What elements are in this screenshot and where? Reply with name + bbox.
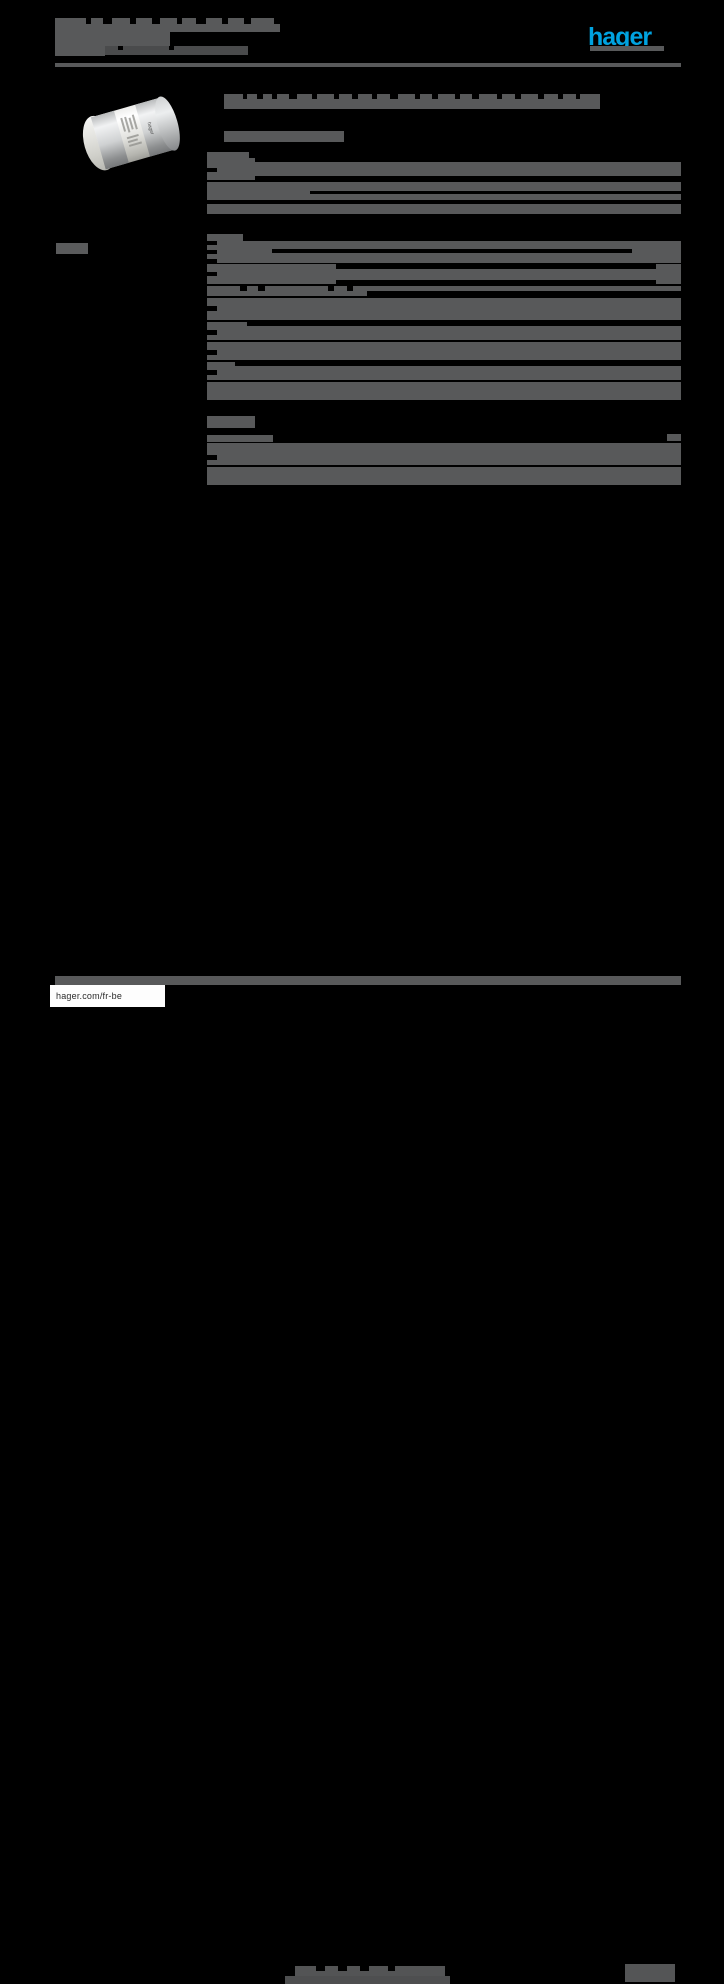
group-heading-1 xyxy=(224,131,344,142)
logo-underline xyxy=(590,46,664,51)
footer-page-number xyxy=(625,1964,675,1982)
header-subtitle-line-2 xyxy=(78,46,248,55)
footer-center-subtext xyxy=(285,1976,450,1984)
row-value xyxy=(667,434,681,441)
product-image: hager xyxy=(55,84,205,184)
table-row xyxy=(207,204,681,214)
group-heading-2 xyxy=(207,234,243,241)
table-row xyxy=(207,158,681,180)
section-title xyxy=(224,94,600,109)
footer-divider xyxy=(55,976,681,985)
left-column-label xyxy=(56,243,88,254)
table-row xyxy=(207,362,681,380)
table-row xyxy=(207,467,681,485)
header-title-line-2 xyxy=(55,32,170,46)
table-row xyxy=(207,443,681,465)
hager-logo[interactable]: hager xyxy=(588,23,676,52)
table-row xyxy=(207,342,681,360)
group-heading-3 xyxy=(207,416,255,428)
row-label xyxy=(207,152,249,158)
table-row xyxy=(207,322,681,340)
row-label xyxy=(207,435,273,442)
header-divider xyxy=(55,63,681,67)
header-subtitle-line-1 xyxy=(55,46,105,56)
table-row xyxy=(207,382,681,400)
fuse-cartridge-illustration: hager xyxy=(77,93,185,175)
table-row xyxy=(207,264,681,284)
footer-url[interactable]: hager.com/fr-be xyxy=(50,985,165,1007)
hager-wordmark: hager xyxy=(588,23,652,51)
page-header xyxy=(0,0,724,70)
table-row xyxy=(207,298,681,320)
